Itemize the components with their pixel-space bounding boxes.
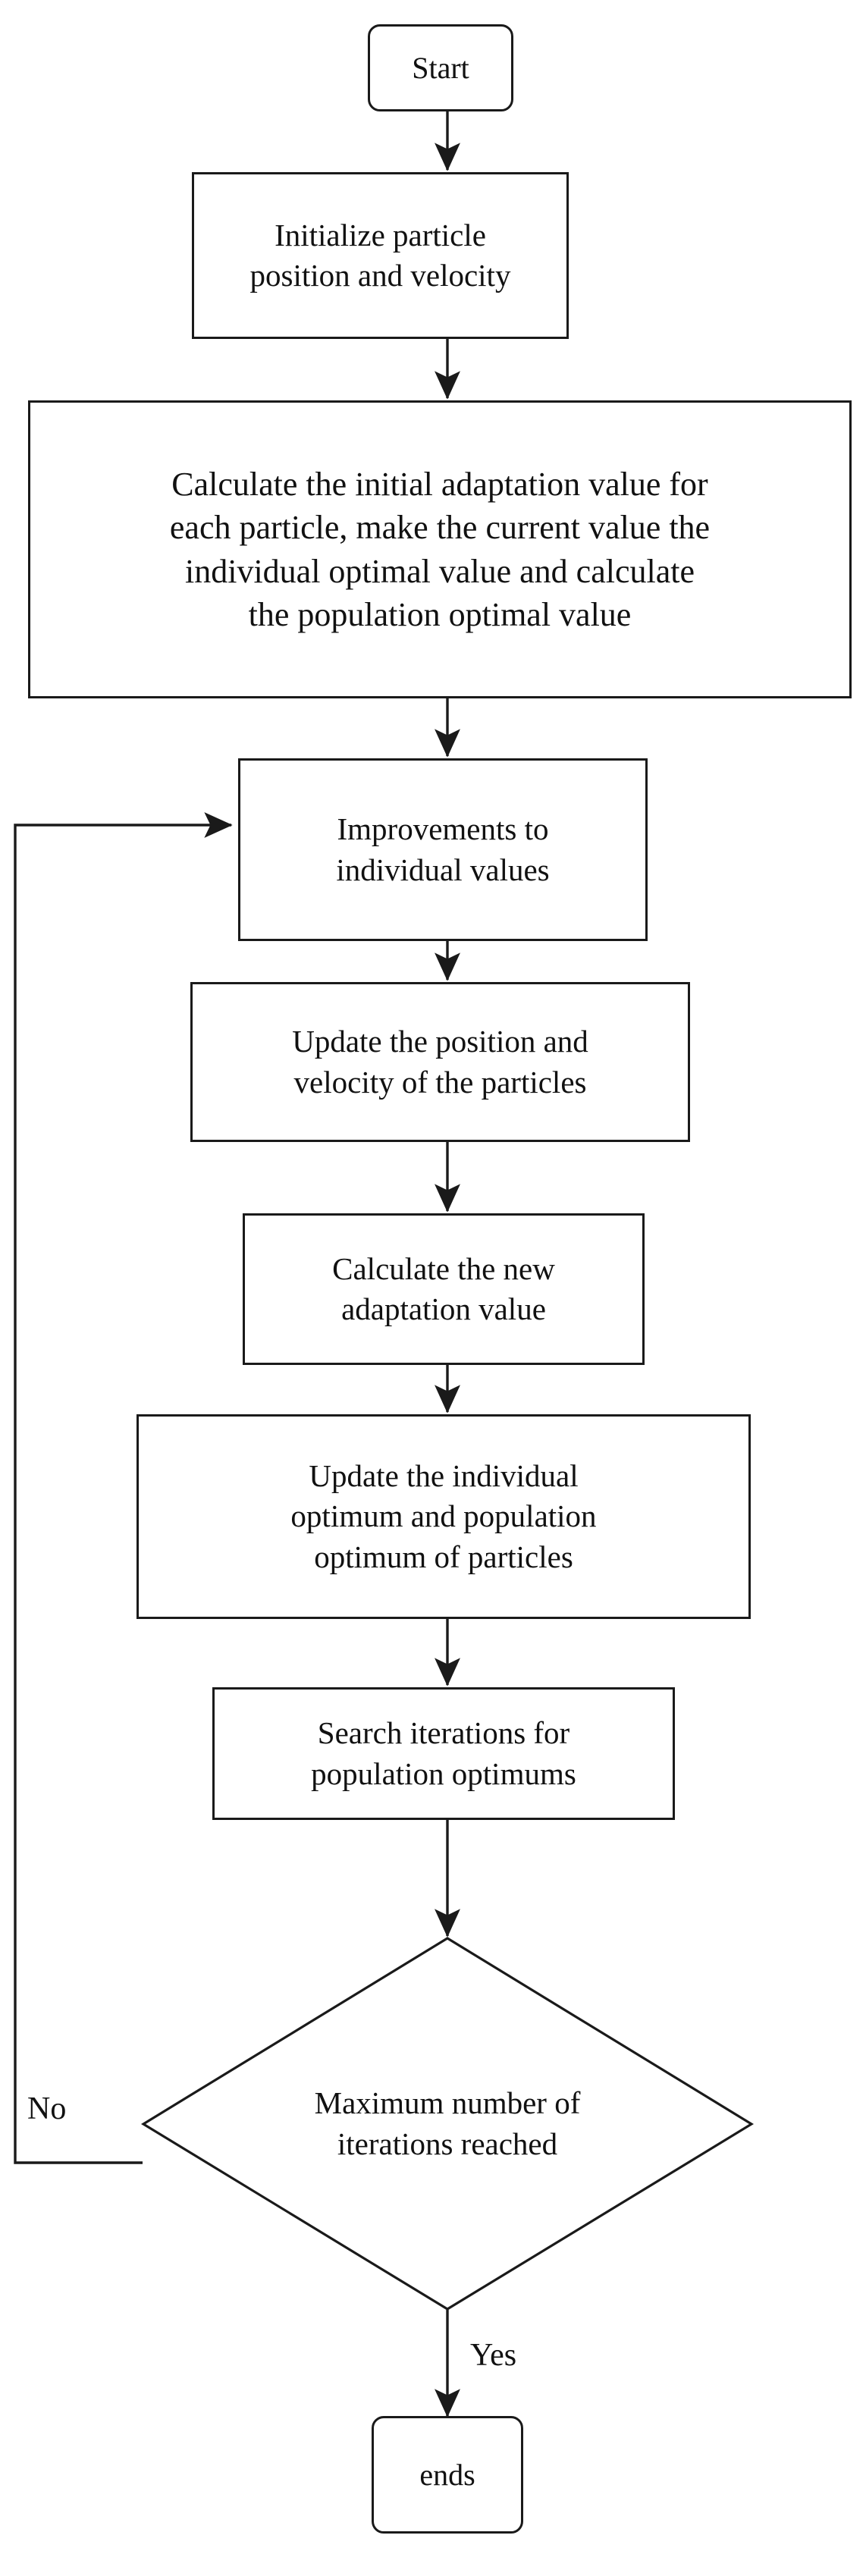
node-ends-label: ends bbox=[419, 2457, 475, 2492]
node-initialize-label: Initialize particle position and velocit… bbox=[249, 217, 511, 293]
node-ends[interactable]: ends bbox=[372, 2416, 523, 2534]
node-update-optimum-label: Update the individual optimum and popula… bbox=[290, 1458, 597, 1574]
node-improvements[interactable]: Improvements to individual values bbox=[238, 758, 648, 941]
node-start[interactable]: Start bbox=[368, 24, 513, 111]
node-update-optimum[interactable]: Update the individual optimum and popula… bbox=[136, 1414, 751, 1619]
node-start-label: Start bbox=[412, 50, 469, 85]
node-initial-adaptation-label: Calculate the initial adaptation value f… bbox=[169, 466, 711, 633]
edge-label-no: No bbox=[27, 2091, 67, 2126]
node-new-adaptation-label: Calculate the new adaptation value bbox=[332, 1250, 555, 1326]
node-improvements-label: Improvements to individual values bbox=[336, 811, 550, 887]
node-decision[interactable]: Maximum number of iterations reached bbox=[141, 1936, 754, 2311]
node-update-position-label: Update the position and velocity of the … bbox=[292, 1024, 588, 1100]
node-new-adaptation[interactable]: Calculate the new adaptation value bbox=[243, 1213, 645, 1365]
node-initialize[interactable]: Initialize particle position and velocit… bbox=[192, 172, 569, 339]
edge-label-yes: Yes bbox=[470, 2338, 517, 2373]
node-search-iterations[interactable]: Search iterations for population optimum… bbox=[212, 1687, 675, 1820]
node-initial-adaptation[interactable]: Calculate the initial adaptation value f… bbox=[28, 400, 852, 698]
decision-diamond-shape bbox=[141, 1937, 754, 2311]
node-search-iterations-label: Search iterations for population optimum… bbox=[311, 1715, 576, 1791]
node-update-position[interactable]: Update the position and velocity of the … bbox=[190, 982, 690, 1142]
